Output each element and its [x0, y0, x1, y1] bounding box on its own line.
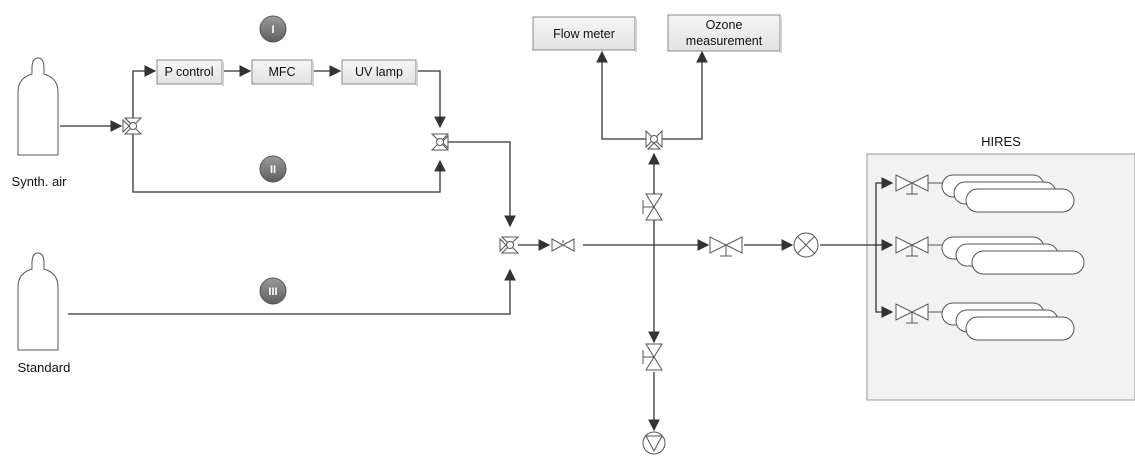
flow-meter-box: Flow meter	[532, 16, 637, 52]
standard-cylinder	[17, 252, 59, 351]
hires-canister-stack-3	[941, 302, 1075, 341]
hires-valve-1	[895, 174, 942, 195]
mfc-label: MFC	[268, 65, 295, 79]
hires-canister-stack-2	[941, 236, 1085, 275]
path-badge-2: II	[259, 155, 287, 183]
main-valve	[709, 236, 743, 257]
pump	[642, 431, 666, 455]
upper-valve	[642, 193, 663, 221]
hires-valve-3	[895, 303, 942, 324]
path-badge-1: I	[259, 15, 287, 43]
ozone-measurement-box: Ozone measurement	[667, 14, 782, 53]
check-valve	[551, 238, 575, 252]
path-badge-2-label: II	[270, 164, 276, 176]
uv-lamp-box: UV lamp	[341, 59, 418, 86]
three-way-valve-inlet	[122, 117, 143, 135]
p-control-label: P control	[164, 65, 213, 79]
p-control-box: P control	[156, 59, 224, 86]
lower-valve	[642, 343, 663, 371]
three-way-valve-analysis	[645, 129, 663, 150]
hires-valve-2	[895, 236, 942, 257]
three-way-valve-merge	[430, 133, 450, 151]
hires-title: HIRES	[981, 134, 1021, 149]
path-badge-3: III	[259, 277, 287, 305]
synth-air-label: Synth. air	[12, 174, 68, 189]
standard-label: Standard	[18, 360, 71, 375]
hires-canister-stack-1	[941, 174, 1075, 213]
path-badge-1-label: I	[271, 24, 274, 36]
mfc-box: MFC	[251, 59, 314, 86]
pipes	[60, 50, 894, 432]
synth-air-cylinder	[17, 57, 59, 156]
path-badge-3-label: III	[268, 286, 277, 298]
three-way-valve-select	[499, 236, 520, 254]
uv-lamp-label: UV lamp	[355, 65, 403, 79]
ozone-label-line2: measurement	[686, 34, 763, 48]
ozone-label-line1: Ozone	[706, 18, 743, 32]
flow-restrictor	[793, 232, 819, 258]
flow-meter-label: Flow meter	[553, 27, 615, 41]
